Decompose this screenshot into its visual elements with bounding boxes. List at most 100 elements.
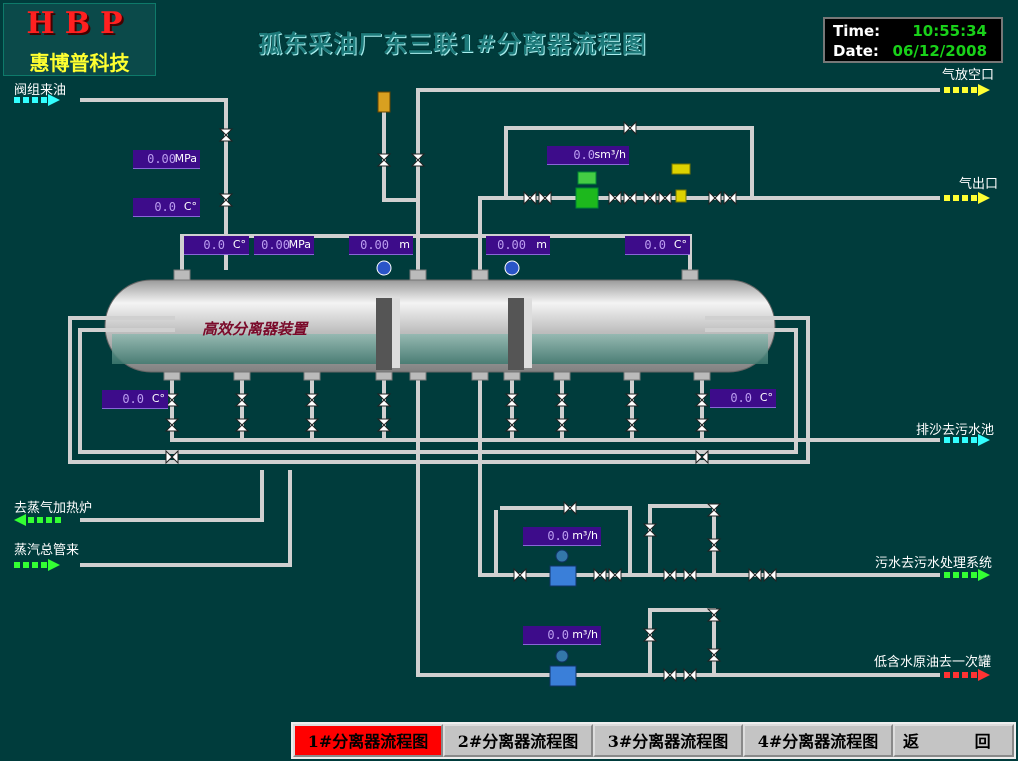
safety-valve [377, 91, 391, 113]
valve-icon [304, 393, 320, 407]
inlet-temp-value: 0.0 [154, 200, 176, 214]
valve-icon [218, 128, 234, 142]
valve-icon [164, 418, 180, 432]
label-gas-outlet: 气出口 [959, 177, 999, 192]
oil-flow-display: 0.0 m³/h [523, 626, 601, 645]
right-temp-unit: C° [759, 391, 773, 404]
valve-icon [663, 567, 677, 583]
logo-brand: HBP [26, 6, 133, 41]
date-value: 06/12/2008 [892, 42, 987, 60]
level-1-unit: m [399, 238, 410, 251]
time-value: 10:55:34 [912, 22, 987, 40]
water-flow-display: 0.0 m³/h [523, 527, 601, 546]
label-from-steam-main: 蒸汽总管来 [14, 543, 80, 558]
valve-icon [376, 393, 392, 407]
valve-icon [608, 567, 622, 583]
oil-flow-unit: m³/h [572, 628, 598, 641]
valve-icon [694, 393, 710, 407]
valve-icon [706, 648, 722, 662]
valve-icon [376, 418, 392, 432]
valve-icon [218, 193, 234, 207]
valve-icon [504, 393, 520, 407]
right-temp-value: 0.0 [730, 391, 752, 405]
left-temp-unit: C° [151, 392, 165, 405]
valve-icon [642, 628, 658, 642]
label-valve-group-oil: 阀组来油 [14, 83, 67, 98]
valve-icon [623, 120, 637, 136]
back-button[interactable]: 返 回 [893, 724, 1014, 757]
valve-icon [624, 393, 640, 407]
top-temp-left-value: 0.0 [203, 238, 225, 252]
gas-outlet-flow-arrow [944, 192, 990, 204]
valve-icon [513, 567, 527, 583]
label-to-steam-heater: 去蒸气加热炉 [14, 501, 93, 516]
valve-icon [658, 190, 672, 206]
valve-icon [706, 503, 722, 517]
valve-icon [748, 567, 762, 583]
nav-separator-1-button[interactable]: 1#分离器流程图 [293, 724, 443, 757]
level-1-value: 0.00 [360, 238, 389, 252]
inlet-pressure-value: 0.00 [147, 152, 176, 166]
valve-icon [663, 667, 677, 683]
top-temp-left-display: 0.0 C° [184, 236, 249, 255]
valve-icon [563, 500, 577, 516]
top-temp-right-value: 0.0 [644, 238, 666, 252]
valve-icon [523, 190, 537, 206]
valve-icon [723, 190, 737, 206]
top-temp-left-unit: C° [232, 238, 246, 251]
vessel-nozzles [163, 269, 711, 381]
water-flow-unit: m³/h [572, 529, 598, 542]
valve-icon [538, 190, 552, 206]
clock-panel: Time: 10:55:34 Date: 06/12/2008 [823, 17, 1003, 63]
nav-separator-3-button[interactable]: 3#分离器流程图 [593, 724, 743, 757]
valve-icon [706, 538, 722, 552]
level-1-display: 0.00 m [349, 236, 413, 255]
valve-icon [683, 567, 697, 583]
water-out-flow-arrow [944, 569, 990, 581]
inlet-pressure-display: 0.00 MPa [133, 150, 200, 169]
label-sand-discharge: 排沙去污水池 [916, 423, 995, 438]
level-2-value: 0.00 [497, 238, 526, 252]
flowmeter-oil [549, 649, 577, 687]
valve-icon [695, 449, 709, 465]
label-oil-to-tank: 低含水原油去一次罐 [874, 655, 992, 670]
screen-nav-bar: 1#分离器流程图 2#分离器流程图 3#分离器流程图 4#分离器流程图 返 回 [291, 722, 1016, 759]
oil-out-flow-arrow [944, 669, 990, 681]
valve-icon [623, 190, 637, 206]
valve-icon [165, 449, 179, 465]
inlet-temp-display: 0.0 C° [133, 198, 200, 217]
valve-icon [683, 667, 697, 683]
company-logo: HBP 惠博普科技 [3, 3, 156, 76]
inlet-temp-unit: C° [183, 200, 197, 213]
valve-icon [642, 523, 658, 537]
label-water-to-treatment: 污水去污水处理系统 [875, 556, 993, 571]
time-label: Time: [833, 22, 881, 40]
steam-main-flow-arrow [14, 559, 60, 571]
nav-separator-4-button[interactable]: 4#分离器流程图 [743, 724, 893, 757]
steam-heater-flow-arrow [14, 514, 61, 526]
oil-flow-value: 0.0 [547, 628, 569, 642]
right-temp-display: 0.0 C° [710, 389, 776, 408]
valve-icon [554, 418, 570, 432]
valve-icon [763, 567, 777, 583]
left-temp-value: 0.0 [122, 392, 144, 406]
flow-arrows [14, 84, 990, 681]
date-label: Date: [833, 42, 879, 60]
valve-icon [234, 393, 250, 407]
valve-icon [643, 190, 657, 206]
nav-separator-2-button[interactable]: 2#分离器流程图 [443, 724, 593, 757]
top-temp-right-display: 0.0 C° [625, 236, 690, 255]
valve-icon [593, 567, 607, 583]
level-transmitter-2 [504, 260, 520, 276]
flowmeter-water [549, 549, 577, 587]
top-temp-right-unit: C° [673, 238, 687, 251]
valve-icon [234, 418, 250, 432]
sand-flow-arrow [944, 434, 990, 446]
flowmeter-gas [575, 171, 599, 209]
vessel-label: 高效分离器装置 [202, 320, 308, 338]
top-pressure-display: 0.00 MPa [254, 236, 314, 255]
gas-flow-display: 0.0 sm³/h [547, 146, 629, 165]
valve-icon [708, 190, 722, 206]
